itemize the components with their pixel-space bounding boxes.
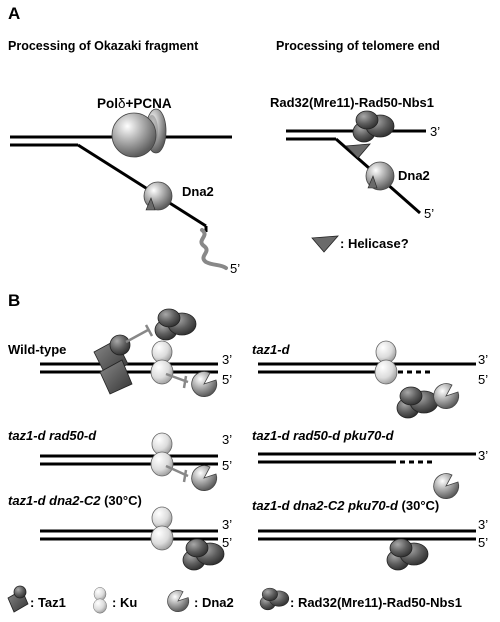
okazaki-title: Processing of Okazaki fragment — [8, 39, 199, 53]
pol-delta-pcna-label: Polδ+PCNA — [97, 96, 172, 111]
taz1-legend-label: : Taz1 — [30, 595, 66, 610]
dna2-taz1-d — [433, 383, 460, 409]
wt-three-prime: 3’ — [222, 352, 232, 367]
taz1-rad50-pku70-three-prime: 3’ — [478, 448, 488, 463]
taz1-d-five-prime: 5’ — [478, 372, 488, 387]
helicase-legend-label: : Helicase? — [340, 236, 409, 251]
wild-type-label: Wild-type — [8, 342, 66, 357]
ku-legend-icon — [93, 587, 107, 614]
taz1-rad50-five-prime: 5’ — [222, 458, 232, 473]
taz1-rad50-pku70-label: taz1-d rad50-d pku70-d — [252, 428, 395, 443]
three-prime-telomere: 3’ — [430, 124, 440, 139]
dna2-label-left: Dna2 — [182, 184, 214, 199]
dna2-telomere — [365, 161, 395, 191]
taz1-wt — [93, 334, 133, 395]
taz1-rad50-pku70-strands — [258, 452, 476, 464]
wt-strands — [40, 362, 218, 374]
mrn-wt — [154, 308, 197, 341]
dna2-wt — [191, 371, 218, 397]
taz1-rad50-strands — [40, 454, 218, 466]
taz1-rad50-label: taz1-d rad50-d — [8, 428, 97, 443]
five-prime-left: 5’ — [230, 261, 240, 276]
legend: : Taz1 : Ku : Dna2 : Rad32(Mre11)-Rad50-… — [7, 585, 462, 614]
dna2-label-right: Dna2 — [398, 168, 430, 183]
taz1-dna2-pku70-label: taz1-d dna2-C2 pku70-d (30°C) — [252, 498, 439, 513]
mrn-legend-icon — [259, 587, 290, 611]
panel-a-label: A — [8, 4, 20, 23]
five-prime-telomere: 5’ — [424, 206, 434, 221]
ku-taz1-dna2 — [150, 506, 174, 551]
wt-five-prime: 5’ — [222, 372, 232, 387]
taz1-dna2-five-prime: 5’ — [222, 535, 232, 550]
taz1-d-strands — [258, 362, 476, 374]
flap-squiggle — [199, 228, 228, 270]
dna2-okazaki — [143, 181, 173, 211]
taz1-dna2-strands — [40, 529, 218, 541]
pol-delta-ball — [111, 112, 157, 158]
mrn-taz1-d — [396, 386, 439, 419]
mrn-legend-label: : Rad32(Mre11)-Rad50-Nbs1 — [290, 595, 462, 610]
taz1-dna2-three-prime: 3’ — [222, 517, 232, 532]
mrn-complex-label: Rad32(Mre11)-Rad50-Nbs1 — [270, 95, 434, 110]
taz1-dna2-pku70-five-prime: 5’ — [478, 535, 488, 550]
dna2-legend-label: : Dna2 — [194, 595, 234, 610]
taz1-dna2-pku70-strands — [258, 529, 476, 541]
helicase-triangle — [345, 143, 371, 159]
taz1-dna2-pku70-three-prime: 3’ — [478, 517, 488, 532]
panel-b-label: B — [8, 291, 20, 310]
taz1-rad50-three-prime: 3’ — [222, 432, 232, 447]
taz1-d-three-prime: 3’ — [478, 352, 488, 367]
taz1-dna2-label: taz1-d dna2-C2 (30°C) — [8, 493, 142, 508]
mrn-taz1-dna2 — [182, 538, 225, 571]
ku-legend-label: : Ku — [112, 595, 137, 610]
dna2-taz1-rad50 — [191, 465, 218, 491]
mrn-complex-telomere — [352, 110, 395, 143]
helicase-legend-icon — [311, 235, 339, 253]
telomere-title: Processing of telomere end — [276, 39, 440, 53]
inhibit-arrow-mrn — [125, 328, 149, 344]
dna2-taz1-rad50-pku70 — [433, 473, 460, 499]
taz1-legend-icon — [7, 585, 29, 613]
taz1-d-label: taz1-d — [252, 342, 291, 357]
mrn-taz1-dna2-pku70 — [386, 538, 429, 571]
dna2-legend-icon — [167, 590, 190, 613]
